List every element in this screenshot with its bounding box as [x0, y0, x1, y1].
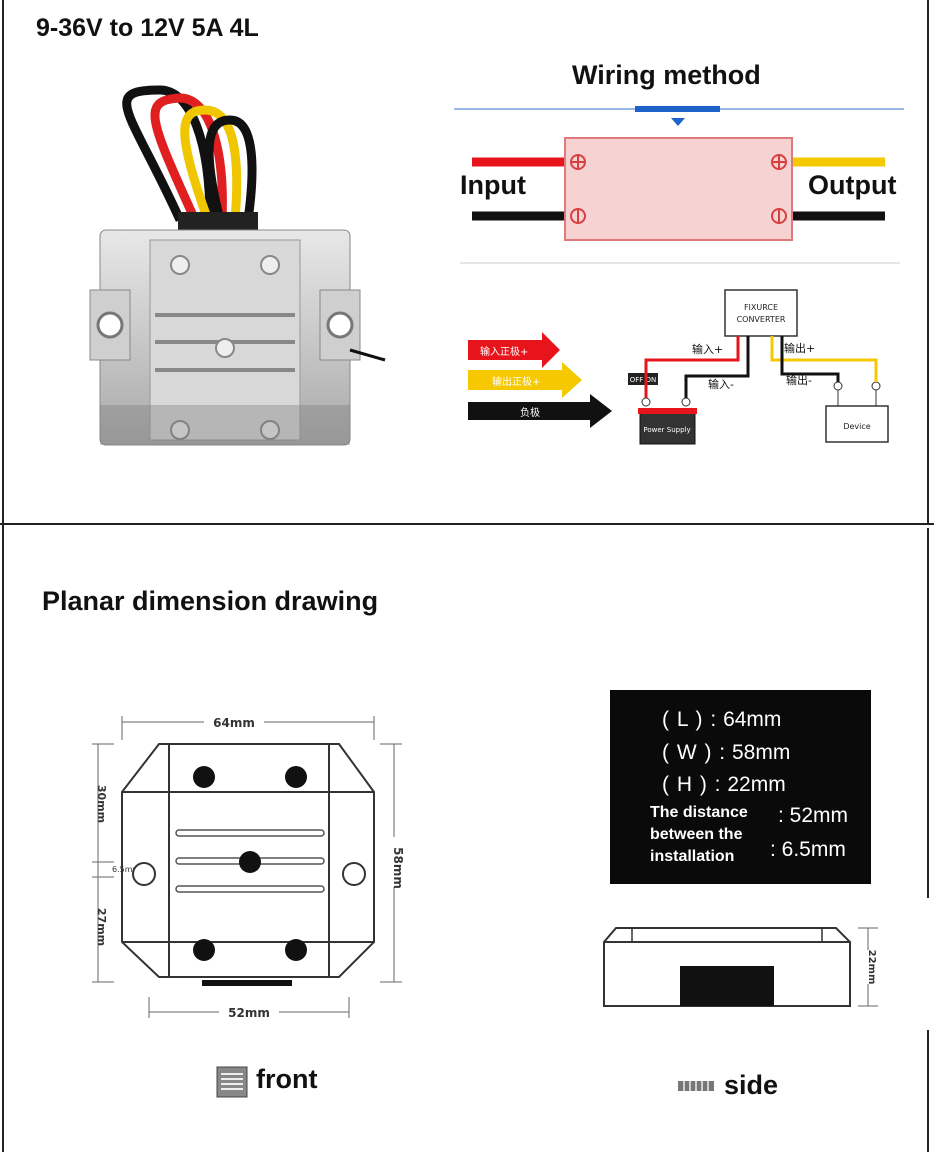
out-plus-label: 输出+: [784, 341, 815, 355]
converter-label-2: CONVERTER: [737, 315, 786, 324]
spec-install-value-2: 6.5mm: [781, 838, 846, 861]
product-photo: [89, 85, 386, 446]
side-icon: [678, 1081, 714, 1091]
frame-left: [2, 0, 4, 1152]
converter-label-1: FIXURCE: [744, 303, 778, 312]
legend-red-label: 输入正极+: [480, 345, 528, 358]
dim-width-top: 64mm: [213, 716, 255, 730]
frame-right-bottom-lower: [927, 1030, 929, 1152]
device-label: Device: [843, 422, 870, 431]
spec-width-value: 58mm: [732, 741, 791, 764]
spec-install-line-2: between the: [650, 826, 743, 843]
spec-install-line-3: installation: [650, 848, 735, 865]
connection-schematic: 输入正极+ 输出正极+ 负极 FIXURCE CONVERTER Power S…: [468, 289, 889, 445]
front-icon: [216, 1066, 248, 1098]
side-dimension-drawing: 22mm: [603, 927, 878, 1007]
wiring-diagram: [454, 106, 904, 241]
spec-length-value: 64mm: [723, 708, 782, 731]
section-divider: [0, 523, 934, 525]
output-label: Output: [808, 170, 897, 200]
in-plus-label: 输入+: [692, 342, 723, 356]
out-minus-label: 输出-: [786, 373, 812, 387]
dim-height-right: 58mm: [391, 847, 405, 889]
front-label: front: [256, 1064, 318, 1094]
dim-left-mid: 6.5mm: [112, 865, 141, 874]
dim-left-lower: 27mm: [95, 908, 108, 946]
spec-install-line-1: The distance: [650, 804, 748, 821]
spec-length-label: ( L ) :: [662, 708, 718, 731]
product-title: 9-36V to 12V 5A 4L: [36, 14, 259, 42]
input-label: Input: [460, 170, 526, 200]
legend-black-label: 负极: [520, 406, 540, 419]
legend-yellow-label: 输出正极+: [492, 375, 540, 388]
spec-width-label: ( W ) :: [662, 741, 727, 764]
wiring-method-title: Wiring method: [572, 60, 761, 90]
in-minus-label: 输入-: [708, 377, 734, 391]
dim-left-upper: 30mm: [95, 785, 108, 823]
spec-install-value-1: 52mm: [789, 804, 849, 827]
specifications-panel: ( L ) : 64mm ( W ) : 58mm ( H ) : 22mm T…: [610, 690, 871, 884]
side-label: side: [724, 1070, 779, 1100]
frame-right-bottom: [927, 528, 929, 898]
power-supply-label: Power Supply: [643, 426, 690, 434]
switch-label: OFF ON: [630, 376, 657, 384]
dim-width-bottom: 52mm: [228, 1006, 270, 1020]
dim-side-height: 22mm: [866, 950, 877, 985]
front-dimension-drawing: 64mm 52mm 58mm 30mm 6.5mm 27mm: [92, 714, 405, 1020]
wiring-separator: [460, 262, 900, 264]
frame-right-top: [927, 0, 929, 525]
spec-height-label: ( H ) :: [662, 773, 722, 796]
planar-dimension-title: Planar dimension drawing: [42, 586, 379, 616]
spec-height-value: 22mm: [727, 773, 786, 796]
